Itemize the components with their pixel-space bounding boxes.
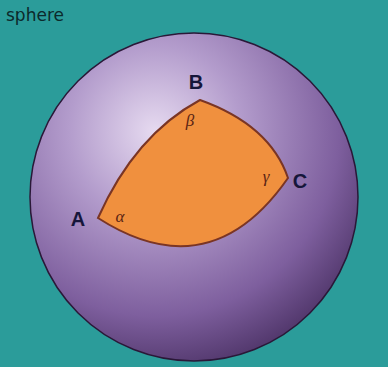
vertex-label: C [293,170,307,192]
spherical-triangle: α β γ [90,95,295,275]
angle-label: γ [263,168,270,187]
vertex-label: A [71,208,85,230]
angle-label: α [116,208,125,227]
angle-label: β [186,112,194,131]
vertex-label: B [189,71,203,93]
figure-title: sphere [6,6,64,25]
